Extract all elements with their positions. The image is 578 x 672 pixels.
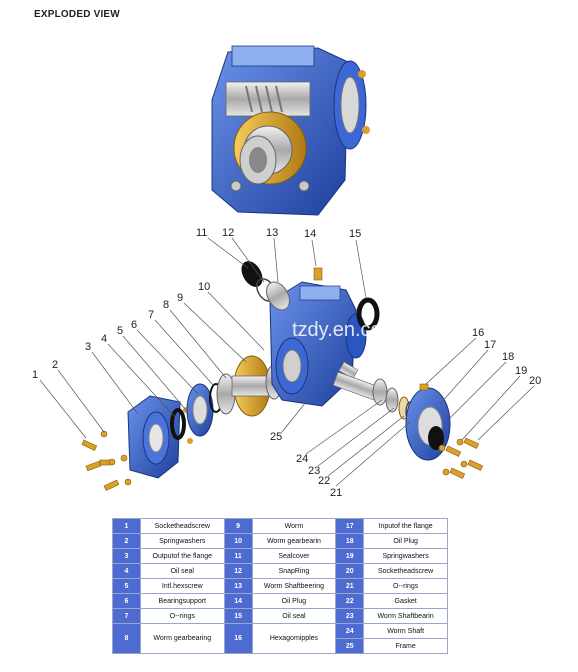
- input-flange-screws: [438, 437, 484, 479]
- callout-9: 9: [177, 292, 183, 304]
- flange-screws: [81, 430, 132, 491]
- callout-1: 1: [32, 369, 38, 381]
- callout-14: 14: [304, 228, 316, 240]
- callout-23: 23: [308, 465, 320, 477]
- assembled-gearbox: [211, 45, 370, 216]
- exploded-view-diagram: 1 2 3 4 5 6 7 8 9 10 11 12 13 14 15 16 1…: [32, 45, 541, 499]
- callout-16: 16: [472, 327, 484, 339]
- callout-21: 21: [330, 487, 342, 499]
- top-parts: [241, 261, 380, 331]
- callout-15: 15: [349, 228, 361, 240]
- callout-numbers: 1 2 3 4 5 6 7 8 9 10 11 12 13 14 15 16 1…: [32, 227, 541, 499]
- seals-and-bearings: [170, 373, 236, 444]
- callout-10: 10: [198, 281, 210, 293]
- page-title: EXPLODED VIEW: [34, 9, 120, 20]
- callout-2: 2: [52, 359, 58, 371]
- callout-4: 4: [101, 333, 107, 345]
- callout-5: 5: [117, 325, 123, 337]
- callout-8: 8: [163, 299, 169, 311]
- callout-19: 19: [515, 365, 527, 377]
- callout-17: 17: [484, 339, 496, 351]
- callout-20: 20: [529, 375, 541, 387]
- callout-6: 6: [131, 319, 137, 331]
- callout-22: 22: [318, 475, 330, 487]
- input-flange: [405, 383, 451, 461]
- watermark: tzdy.en.com: [292, 319, 398, 341]
- leader-lines: [39, 237, 535, 487]
- callout-11: 11: [196, 227, 207, 239]
- callout-18: 18: [502, 351, 514, 363]
- worm-shaft-assembly: [332, 371, 415, 423]
- output-flange: [127, 395, 181, 479]
- callout-13: 13: [266, 227, 278, 239]
- callout-24: 24: [296, 453, 308, 465]
- callout-3: 3: [85, 341, 91, 353]
- callout-12: 12: [222, 227, 234, 239]
- callout-7: 7: [148, 309, 154, 321]
- callout-25: 25: [270, 431, 282, 443]
